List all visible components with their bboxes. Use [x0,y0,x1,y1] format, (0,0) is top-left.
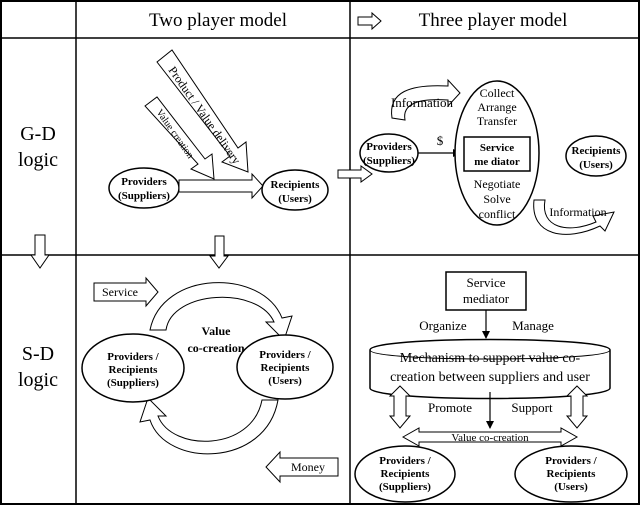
value-creation-label: Value creation [154,107,196,160]
dollar-label: $ [437,133,444,148]
providers-to-recipients-arrow [178,172,264,200]
value-cocreation-arrow-label: Value co-creation [451,432,529,444]
sd3-left-party-label-3: (Suppliers) [379,481,431,493]
service-label: Service [102,285,138,299]
task-solve: Solve [483,192,510,206]
providers-three-label-2: (Suppliers) [363,155,415,167]
recipients-three-label-1: Recipients [572,145,622,157]
two-to-three-arrow [337,165,373,183]
sd-service-mediator-label-1: Service [467,275,506,290]
sd-left-party-label-3: (Suppliers) [107,377,159,389]
support-label: Support [511,400,553,415]
sd-right-party-ellipse [236,334,334,400]
sd-left-party-label-2: Recipients [109,364,159,376]
sd-service-mediator-label-2: mediator [463,291,510,306]
information-top-arrow [391,78,461,121]
product-delivery-label: Product / Value delivery [166,64,244,167]
sd3-left-party-label-1: Providers / [379,455,431,467]
sd-left-party-label-1: Providers / [107,351,159,363]
cycle-top-arc [149,282,293,341]
cycle-bottom-arc [139,397,279,455]
money-arrow [265,450,339,484]
gd-two-player: Product / Value delivery Value creation … [108,49,373,269]
service-mediator-box [463,136,531,172]
product-delivery-arrow [156,49,249,173]
providers-label-1: Providers [121,176,167,188]
header-three-player: Three player model [419,10,568,31]
sd3-right-party-label-3: (Users) [554,481,588,493]
task-negotiate: Negotiate [474,177,521,191]
row-label-sd-2: logic [18,369,58,391]
sd-right-party-label-3: (Users) [268,375,302,387]
row-label-sd-1: S-D [22,343,54,365]
providers-three-label-1: Providers [366,141,412,153]
service-mediator-label-1: Service [480,142,514,154]
recipients-ellipse [261,169,329,211]
sd-service-mediator-box [445,271,527,311]
mechanism-label-2: creation between suppliers and user [390,370,590,385]
mechanism-cylinder-rim [369,349,611,360]
manage-label: Manage [512,318,554,333]
sd-three-player: Service mediator Organize Manage Mechani… [354,271,628,503]
recipients-label-1: Recipients [271,179,321,191]
information-bottom-label: Information [549,205,606,219]
service-arrow [93,276,159,308]
mechanism-cylinder [369,338,611,400]
information-bottom-arrow [533,199,615,235]
value-cocreation-label-1: Value [202,324,232,338]
information-top-label: Information [391,95,454,110]
value-cocreation-arrow [401,427,579,447]
task-arrange: Arrange [477,100,516,114]
value-cocreation-label-2: co-creation [187,341,244,355]
gd-to-sd-arrow [30,234,50,269]
left-double-arrow [388,385,412,429]
task-transfer: Transfer [477,114,517,128]
sd-two-player: Service Value co-creation Providers / Re… [81,276,339,484]
recipients-three-label-2: (Users) [579,159,613,171]
money-label: Money [291,460,325,474]
organize-label: Organize [419,318,467,333]
row-label-gd-2: logic [18,149,58,171]
header-two-player: Two player model [149,10,287,31]
task-conflict: conflict [479,207,516,221]
sd-right-party-label-1: Providers / [259,349,311,361]
header-arrow [357,11,382,31]
sd3-left-party-ellipse [354,445,456,503]
gd-sd-down-arrow [209,235,229,269]
sd-right-party-label-2: Recipients [261,362,311,374]
sd3-right-party-ellipse [514,445,628,503]
providers-ellipse [108,167,180,209]
row-label-gd-1: G-D [20,123,56,145]
sd3-right-party-label-1: Providers / [545,455,597,467]
sd3-right-party-label-2: Recipients [547,468,597,480]
service-mediator-label-2: me diator [474,156,520,168]
task-collect: Collect [480,86,515,100]
recipients-label-2: (Users) [278,193,312,205]
mechanism-label-1: Mechanism to support value co- [400,351,581,366]
sd3-left-party-label-2: Recipients [381,468,431,480]
promote-label: Promote [428,400,472,415]
value-creation-arrow [144,96,215,180]
right-double-arrow [565,385,589,429]
sd-left-party-ellipse [81,333,185,403]
providers-label-2: (Suppliers) [118,190,170,202]
recipients-three-ellipse [565,135,627,177]
gd-three-player: Information Providers (Suppliers) $ Coll… [359,78,627,235]
